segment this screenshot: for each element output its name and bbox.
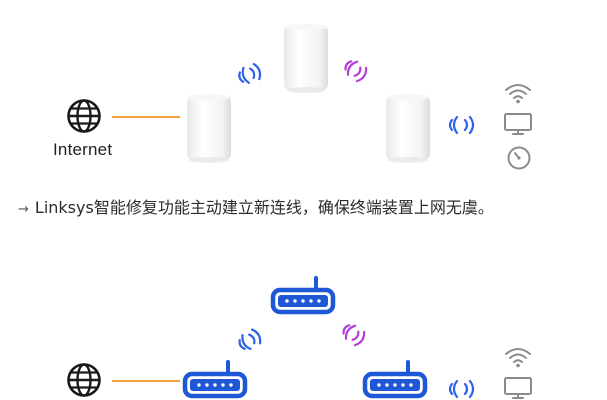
arrow-icon: → (18, 202, 29, 217)
bottom-panel-routers (0, 250, 607, 400)
router-right (362, 360, 428, 400)
internet-connection-line (112, 380, 180, 382)
signal-waves-blue-left-top (232, 60, 268, 88)
signal-waves-purple-top-right (336, 318, 370, 350)
caption-body: Linksys智能修复功能主动建立新连线，确保终端装置上网无虞。 (34, 198, 494, 217)
speedometer-icon (506, 145, 532, 171)
monitor-icon (503, 376, 533, 400)
wifi-icon (503, 346, 533, 368)
top-panel-mesh-nodes: Internet (18, 22, 533, 218)
mesh-node-top (282, 22, 330, 94)
mesh-node-left (185, 92, 233, 164)
signal-waves-purple-top-right (338, 54, 372, 86)
router-top (270, 276, 336, 316)
globe-icon (66, 362, 102, 398)
internet-label: Internet (53, 140, 113, 159)
signal-waves-blue-devices (443, 378, 479, 400)
wifi-icon (503, 82, 533, 104)
signal-waves-blue-left-top (232, 326, 268, 354)
signal-waves-blue-devices (443, 114, 479, 136)
globe-icon (66, 98, 102, 134)
router-left (182, 360, 248, 400)
mesh-node-right (384, 92, 432, 164)
caption-text: → Linksys智能修复功能主动建立新连线，确保终端装置上网无虞。 (18, 194, 494, 218)
internet-connection-line (112, 116, 180, 118)
monitor-icon (503, 112, 533, 136)
